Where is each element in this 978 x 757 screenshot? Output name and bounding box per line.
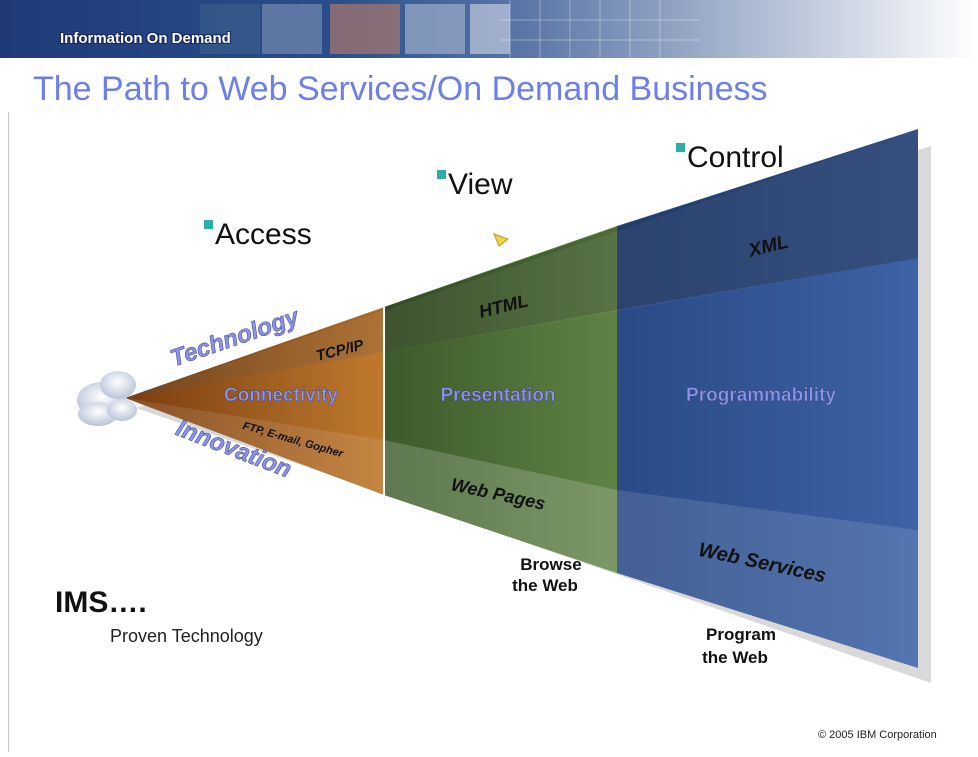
bullet-access: Access bbox=[204, 218, 312, 252]
header-banner: Information On Demand bbox=[0, 0, 978, 58]
arrow-cursor-icon bbox=[493, 233, 510, 247]
caption-browse-line2: the Web bbox=[512, 576, 578, 595]
segment-presentation bbox=[384, 226, 617, 573]
band-top bbox=[125, 129, 918, 398]
bullet-control: Control bbox=[676, 141, 784, 175]
copyright-footer: © 2005 IBM Corporation bbox=[818, 729, 937, 741]
cloud-icon bbox=[77, 371, 137, 426]
caption-browse-line1: Browse bbox=[520, 555, 581, 574]
segment-programmability bbox=[617, 129, 918, 668]
banner-logo-text: Information On Demand bbox=[60, 30, 231, 47]
bullet-square-icon bbox=[437, 170, 446, 179]
ims-heading: IMS…. bbox=[55, 586, 147, 619]
caption-program-line1: Program bbox=[706, 625, 776, 644]
bullet-square-icon bbox=[676, 143, 685, 152]
caption-program-line2: the Web bbox=[702, 648, 768, 667]
bullet-view: View bbox=[437, 168, 512, 202]
bullet-square-icon bbox=[204, 220, 213, 229]
label-programmability: Programmability bbox=[686, 385, 836, 406]
left-divider bbox=[8, 112, 9, 752]
page-title: The Path to Web Services/On Demand Busin… bbox=[33, 70, 768, 108]
banner-graphic bbox=[0, 0, 978, 58]
proven-technology-text: Proven Technology bbox=[110, 626, 263, 646]
label-presentation: Presentation bbox=[440, 385, 555, 406]
segment-connectivity bbox=[125, 307, 384, 495]
label-connectivity: Connectivity bbox=[224, 385, 338, 406]
